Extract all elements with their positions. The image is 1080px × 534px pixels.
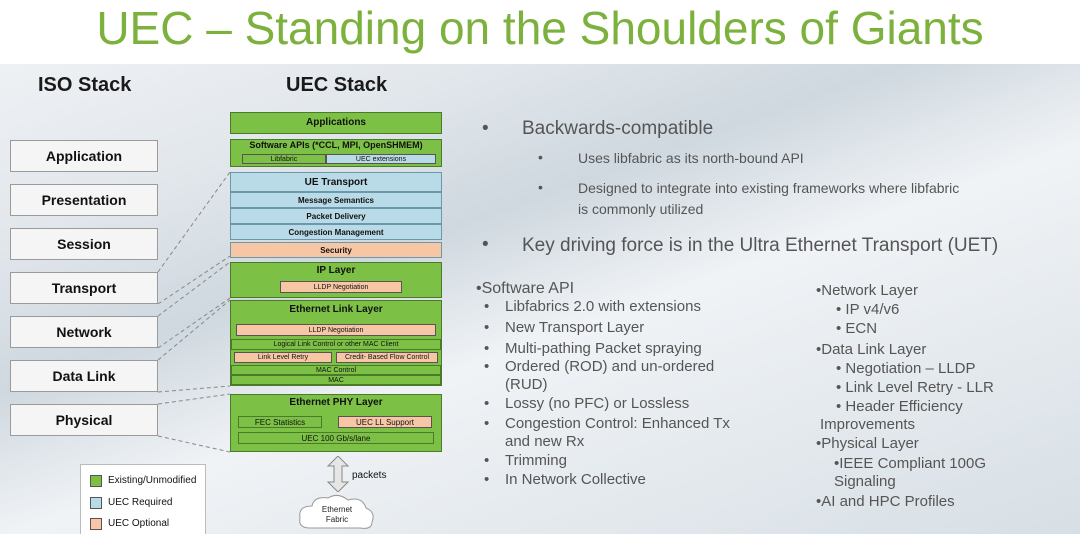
bullet-dot: • bbox=[482, 118, 489, 139]
connector-physical-bottom bbox=[157, 435, 231, 453]
ethernet-fabric-label-2: Fabric bbox=[325, 515, 349, 524]
datalink-item: • Link Level Retry - LLR bbox=[836, 379, 994, 396]
software-item: In Network Collective bbox=[505, 471, 646, 488]
software-item: Multi-pathing Packet spraying bbox=[505, 340, 702, 357]
data-link-heading: •Data Link Layer bbox=[816, 341, 927, 358]
legend-existing-swatch bbox=[90, 475, 102, 487]
datalink-item: • Negotiation – LLDP bbox=[836, 360, 976, 377]
packets-arrow-icon bbox=[326, 456, 350, 492]
eth-lldp-negotiation: LLDP Negotiation bbox=[236, 324, 436, 336]
datalink-item: Improvements bbox=[820, 416, 916, 433]
uec-100-lane: UEC 100 Gb/s/lane bbox=[238, 432, 434, 444]
connector-network-bottom bbox=[157, 297, 231, 349]
fec-statistics: FEC Statistics bbox=[238, 416, 322, 428]
bullet-backwards-compatible: Backwards-compatible bbox=[522, 118, 714, 139]
iso-stack-heading: ISO Stack bbox=[38, 74, 132, 96]
network-layer-heading: •Network Layer bbox=[816, 282, 918, 299]
ue-transport-header: UE Transport bbox=[230, 172, 442, 192]
iso-data-link: Data Link bbox=[10, 360, 158, 392]
software-api-heading: •Software API bbox=[476, 280, 575, 297]
ip-layer-label: IP Layer bbox=[316, 265, 356, 276]
physical-item: Signaling bbox=[834, 473, 896, 490]
slide-title: UEC – Standing on the Shoulders of Giant… bbox=[96, 2, 984, 54]
bullet-designed-line1: Designed to integrate into existing fram… bbox=[578, 180, 960, 196]
iso-session: Session bbox=[10, 228, 158, 260]
software-item: Libfabrics 2.0 with extensions bbox=[505, 298, 701, 315]
connector-datalink-bottom bbox=[157, 385, 231, 393]
legend-existing-label: Existing/Unmodified bbox=[108, 475, 197, 486]
connector-datalink-top bbox=[157, 299, 231, 361]
congestion-management: Congestion Management bbox=[230, 224, 442, 240]
uec-extensions-box: UEC extensions bbox=[326, 154, 436, 164]
connector-network-top bbox=[157, 261, 231, 317]
libfabric-box: Libfabric bbox=[242, 154, 326, 164]
legend-optional-swatch bbox=[90, 518, 102, 530]
legend-required-label: UEC Required bbox=[108, 497, 173, 508]
legend-required-swatch bbox=[90, 497, 102, 509]
uec-stack-heading: UEC Stack bbox=[286, 74, 388, 96]
message-semantics: Message Semantics bbox=[230, 192, 442, 208]
software-item: New Transport Layer bbox=[505, 319, 645, 336]
iso-presentation: Presentation bbox=[10, 184, 158, 216]
credit-flow-control: Credit- Based Flow Control bbox=[336, 352, 438, 363]
legend-optional-label: UEC Optional bbox=[108, 518, 170, 529]
connector-transport-bottom bbox=[157, 255, 231, 305]
applications-label: Applications bbox=[305, 117, 366, 128]
bullet-dot: • bbox=[482, 234, 489, 255]
bullet-dot: • bbox=[484, 319, 490, 336]
software-item: Ordered (ROD) and un-ordered bbox=[505, 358, 715, 375]
llc-box: Logical Link Control or other MAC Client bbox=[231, 339, 441, 350]
packet-delivery: Packet Delivery bbox=[230, 208, 442, 224]
connector-transport-top bbox=[157, 171, 231, 273]
software-item: (RUD) bbox=[505, 376, 548, 393]
software-item: and new Rx bbox=[505, 433, 585, 450]
bullet-dot: • bbox=[538, 149, 543, 165]
iso-network: Network bbox=[10, 316, 158, 348]
software-item: Lossy (no PFC) or Lossless bbox=[505, 395, 690, 412]
software-item: Trimming bbox=[505, 452, 567, 469]
bullet-dot: • bbox=[484, 395, 490, 412]
bullet-key-driving-force: Key driving force is in the Ultra Ethern… bbox=[522, 235, 999, 256]
iso-transport: Transport bbox=[10, 272, 158, 304]
bullet-dot: • bbox=[484, 340, 490, 357]
bullet-uses-libfabric: Uses libfabric as its north-bound API bbox=[578, 150, 804, 166]
physical-layer-heading: •Physical Layer bbox=[816, 435, 919, 452]
mac-control: MAC Control bbox=[231, 365, 441, 375]
applications-block bbox=[230, 112, 442, 134]
bullet-dot: • bbox=[538, 179, 543, 195]
bullet-designed-line2: is commonly utilized bbox=[578, 201, 704, 217]
ethernet-phy-label: Ethernet PHY Layer bbox=[289, 397, 383, 408]
iso-physical: Physical bbox=[10, 404, 158, 436]
link-level-retry: Link Level Retry bbox=[234, 352, 332, 363]
uec-ll-support: UEC LL Support bbox=[338, 416, 432, 428]
bullet-dot: • bbox=[484, 471, 490, 488]
ethernet-fabric-label-1: Ethernet bbox=[321, 505, 353, 514]
iso-application: Application bbox=[10, 140, 158, 172]
bullet-dot: • bbox=[484, 415, 490, 432]
mac: MAC bbox=[231, 375, 441, 385]
ethernet-fabric-cloud-icon bbox=[299, 494, 374, 529]
bullet-dot: • bbox=[484, 298, 490, 315]
physical-item: •IEEE Compliant 100G bbox=[834, 455, 986, 472]
ip-lldp-negotiation: LLDP Negotiation bbox=[280, 281, 402, 293]
ai-hpc-profiles: •AI and HPC Profiles bbox=[816, 493, 955, 510]
bullet-dot: • bbox=[484, 452, 490, 469]
connector-physical-top bbox=[157, 393, 231, 405]
software-item: Congestion Control: Enhanced Tx bbox=[505, 415, 730, 432]
background-band bbox=[0, 64, 1080, 534]
bullet-dot: • bbox=[484, 358, 490, 375]
network-item: • IP v4/v6 bbox=[836, 301, 900, 318]
packets-label: packets bbox=[352, 470, 387, 481]
software-apis-label: Software APIs (*CCL, MPI, OpenSHMEM) bbox=[249, 140, 423, 150]
datalink-item: • Header Efficiency bbox=[836, 398, 963, 415]
security: Security bbox=[230, 242, 442, 258]
network-item: • ECN bbox=[836, 320, 878, 337]
ethernet-link-label: Ethernet Link Layer bbox=[289, 304, 383, 315]
